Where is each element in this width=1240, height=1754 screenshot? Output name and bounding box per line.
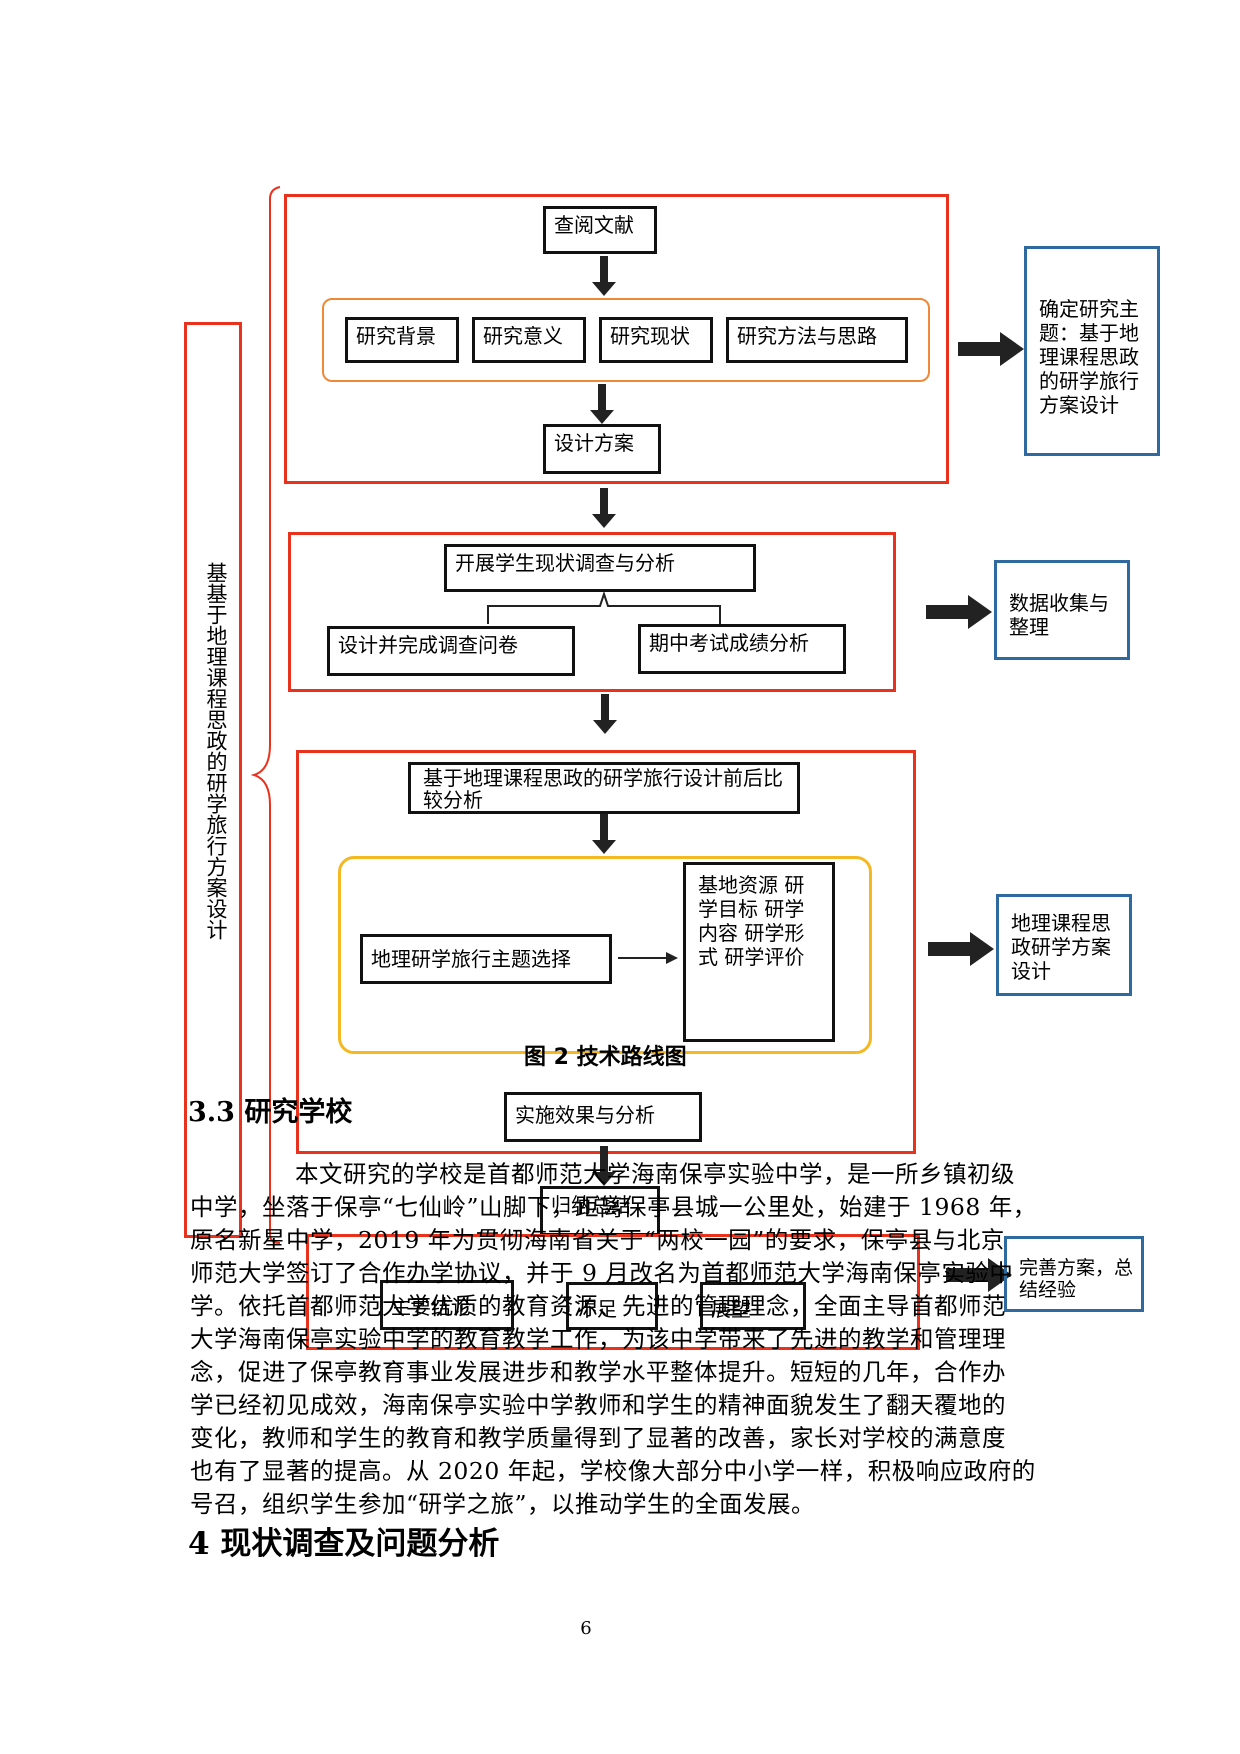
paragraph-line: 念，促进了保亭教育事业发展进步和教学水平整体提升。短短的几年，合作办 <box>190 1358 1006 1386</box>
stage3-side-box: 地理课程思政研学方案设计 <box>996 894 1132 996</box>
body-paragraph: 本文研究的学校是首都师范大学海南保亭实验中学，是一所乡镇初级 中学，坐落于保亭“… <box>190 1158 1060 1521</box>
research-item-background: 研究背景 <box>345 317 459 363</box>
stage4-side-text: 完善方案，总结经验 <box>1019 1257 1134 1301</box>
figure-caption: 图 2 技术路线图 <box>524 1045 687 1070</box>
stage3-side-text: 地理课程思政研学方案设计 <box>1011 911 1111 983</box>
paragraph-line: 本文研究的学校是首都师范大学海南保亭实验中学，是一所乡镇初级 <box>295 1160 1015 1188</box>
arrow-right-thin-icon <box>618 952 678 964</box>
stage3-topic-box: 地理研学旅行主题选择 <box>360 934 612 984</box>
arrow-down-icon <box>590 384 614 424</box>
stage4-item-shortcoming: 不足 <box>566 1282 658 1330</box>
stage1-bottom-box: 设计方案 <box>543 424 661 474</box>
stage1-research-items-frame <box>322 298 930 382</box>
stage4-side-box: 完善方案，总结经验 <box>1004 1236 1144 1312</box>
paragraph-line: 大学海南保亭实验中学的教育教学工作，为该中学带来了先进的教学和管理理 <box>190 1325 1006 1353</box>
stage4-frame <box>306 1234 920 1350</box>
brace-icon <box>250 186 281 1244</box>
chapter-heading: 4 现状调查及问题分析 <box>188 1526 500 1562</box>
arrow-down-icon <box>593 694 617 734</box>
stage1-side-box: 确定研究主题：基于地理课程思政的研学旅行方案设计 <box>1024 246 1160 456</box>
paragraph-line: 变化，教师和学生的教育和教学质量得到了显著的改善，家长对学校的满意度 <box>190 1424 1006 1452</box>
arrow-right-icon <box>946 1258 1012 1292</box>
bracket-connector-icon <box>487 592 721 624</box>
stage4-effect-box: 实施效果与分析 <box>504 1092 702 1142</box>
stage3-top-text: 基于地理课程思政的研学旅行设计前后比较分析 <box>423 766 783 812</box>
stage2-top-box: 开展学生现状调查与分析 <box>444 544 756 592</box>
stage2-left-box: 设计并完成调查问卷 <box>327 626 575 676</box>
research-item-significance: 研究意义 <box>472 317 586 363</box>
stage4-item-outlook: 展望 <box>700 1282 806 1330</box>
stage1-side-text: 确定研究主题：基于地理课程思政的研学旅行方案设计 <box>1039 297 1139 417</box>
left-vertical-label-box <box>184 322 242 1238</box>
stage1-top-box: 查阅文献 <box>543 206 657 254</box>
stage1-frame <box>284 194 949 484</box>
arrow-down-icon <box>592 488 616 528</box>
arrow-right-icon <box>928 932 994 966</box>
arrow-right-icon <box>958 332 1024 366</box>
arrow-down-icon <box>592 256 616 296</box>
paragraph-line: 学。依托首都师范大学优质的教育资源、先进的管理理念，全面主导首都师范 <box>190 1292 1006 1320</box>
arrow-down-icon <box>592 1146 616 1186</box>
stage3-top-box: 基于地理课程思政的研学旅行设计前后比较分析 <box>408 762 800 814</box>
paragraph-line: 号召，组织学生参加“研学之旅”，以推动学生的全面发展。 <box>190 1490 816 1518</box>
paragraph-line: 学已经初见成效，海南保亭实验中学教师和学生的精神面貌发生了翻天覆地的 <box>190 1391 1006 1419</box>
page-number: 6 <box>580 1618 592 1639</box>
stage2-side-box: 数据收集与整理 <box>994 560 1130 660</box>
stage3-elements-box: 基地资源 研学目标 研学内容 研学形式 研学评价 <box>683 862 835 1042</box>
left-vertical-label: 基基于地理课程思政的研学旅行方案设计 <box>204 562 228 940</box>
stage4-item-conclusion: 主要结论 <box>380 1280 514 1330</box>
arrow-down-icon <box>592 814 616 854</box>
arrow-right-icon <box>926 595 992 629</box>
stage2-right-box: 期中考试成绩分析 <box>638 624 846 674</box>
paragraph-line: 中学，坐落于保亭“七仙岭”山脚下，距离保亭县城一公里处，始建于 1968 年， <box>190 1193 1037 1221</box>
research-item-methods: 研究方法与思路 <box>726 317 908 363</box>
section-heading: 3.3 研究学校 <box>188 1097 353 1128</box>
stage3-elements-text: 基地资源 研学目标 研学内容 研学形式 研学评价 <box>698 873 805 969</box>
stage2-frame <box>288 532 896 692</box>
research-item-status: 研究现状 <box>599 317 713 363</box>
paragraph-line: 原名新星中学，2019 年为贯彻海南省关于“两校一园”的要求，保亭县与北京 <box>190 1226 1005 1254</box>
stage2-side-text: 数据收集与整理 <box>1009 591 1109 639</box>
paragraph-line: 师范大学签订了合作办学协议，并于 9 月改名为首都师范大学海南保亭实验中 <box>190 1259 1014 1287</box>
stage3-inner-frame <box>338 856 872 1054</box>
paragraph-line: 也有了显著的提高。从 2020 年起，学校像大部分中小学一样，积极响应政府的 <box>190 1457 1036 1485</box>
